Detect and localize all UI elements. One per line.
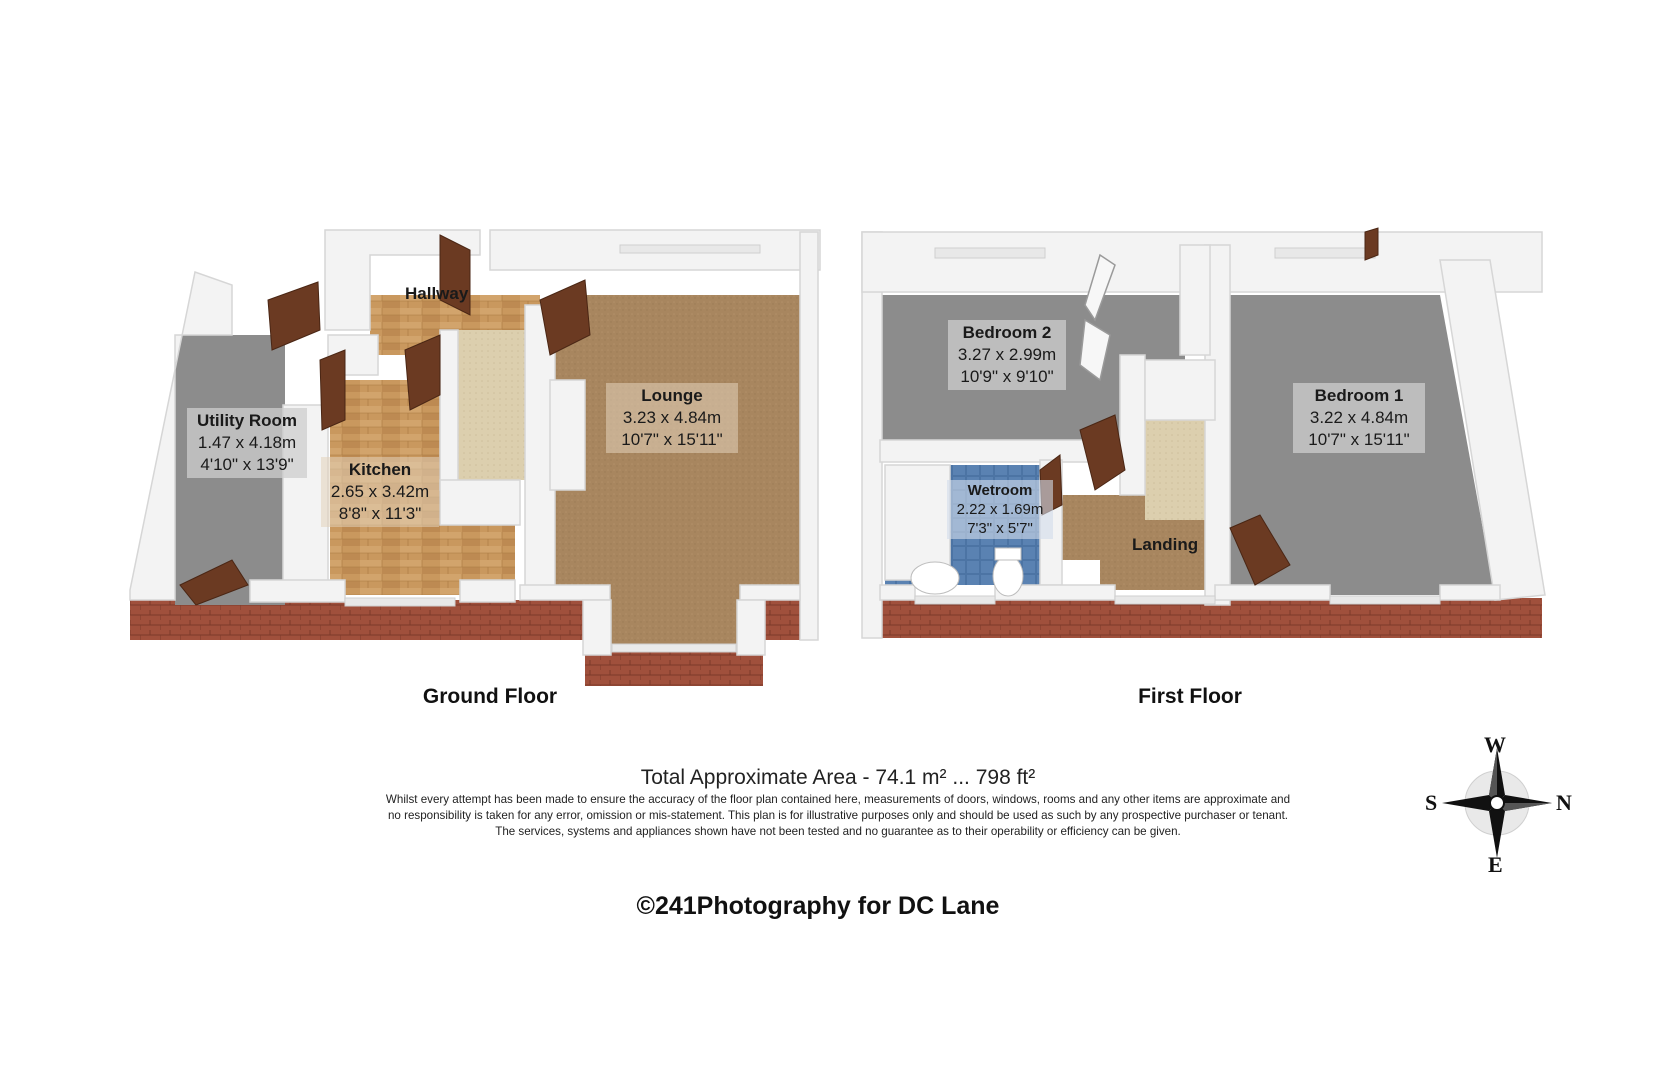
first-floor-plan [861, 227, 1546, 639]
compass-letter-right: N [1556, 790, 1572, 815]
room-name: Kitchen [348, 460, 412, 479]
door-lounge [539, 279, 591, 356]
room-dims-metric: 2.22 x 1.69m [956, 501, 1044, 518]
room-name: Lounge [641, 386, 703, 405]
room-label-bedroom-1: Bedroom 1 3.22 x 4.84m 10'7" x 15'11" [1293, 383, 1425, 453]
room-name: Bedroom 1 [1314, 386, 1404, 405]
lounge-floor [550, 295, 800, 645]
first-floor-caption: First Floor [1138, 685, 1242, 708]
ground-window-top-1 [619, 244, 761, 254]
disclaimer: Whilst every attempt has been made to en… [300, 792, 1376, 840]
room-label-utility-room: Utility Room 1.47 x 4.18m 4'10" x 13'9" [187, 408, 307, 478]
first-window-bed2 [934, 247, 1046, 259]
room-label-kitchen: Kitchen 2.65 x 3.42m 8'8" x 11'3" [321, 457, 439, 527]
room-dims-metric: 3.27 x 2.99m [957, 345, 1057, 364]
wardrobe-door-2 [1079, 318, 1111, 382]
door-kitchen-hall [404, 334, 441, 411]
room-label-bedroom-2: Bedroom 2 3.27 x 2.99m 10'9" x 9'10" [948, 320, 1066, 390]
ground-window-front-1 [344, 597, 456, 607]
room-dims-imperial: 4'10" x 13'9" [200, 455, 294, 474]
first-window-landing [1114, 595, 1216, 605]
ground-window-bay [611, 643, 737, 653]
room-dims-imperial: 10'7" x 15'11" [621, 430, 723, 449]
room-dims-imperial: 8'8" x 11'3" [338, 504, 422, 523]
disclaimer-line: Whilst every attempt has been made to en… [385, 793, 1291, 806]
room-label-landing: Landing [1132, 534, 1198, 556]
room-name: Wetroom [967, 482, 1033, 499]
room-name: Utility Room [196, 411, 298, 430]
door-hallway-front [439, 234, 471, 316]
compass-letter-bottom: E [1488, 852, 1503, 877]
copyright-notice: ©241Photography for DC Lane [636, 892, 1000, 920]
first-window-wetroom [914, 595, 996, 605]
ground-stairs [455, 330, 533, 480]
door-utility-top [267, 281, 321, 351]
first-stairs [1145, 420, 1205, 520]
door-bedroom-1 [1229, 514, 1291, 586]
room-name: Hallway [405, 284, 469, 303]
compass-rose [1442, 748, 1552, 858]
toilet-cistern [994, 547, 1022, 561]
wardrobe-door-1 [1084, 253, 1116, 322]
room-label-wetroom: Wetroom 2.22 x 1.69m 7'3" x 5'7" [947, 480, 1053, 539]
compass-letter-top: W [1484, 732, 1506, 757]
disclaimer-line: The services, systems and appliances sho… [495, 825, 1181, 838]
room-dims-metric: 3.23 x 4.84m [622, 408, 722, 427]
room-name: Landing [1132, 535, 1199, 554]
door-kitchen-left [319, 349, 346, 431]
disclaimer-line: no responsibility is taken for any error… [387, 809, 1289, 822]
first-window-bed1-front [1329, 595, 1441, 605]
room-label-lounge: Lounge 3.23 x 4.84m 10'7" x 15'11" [606, 383, 738, 453]
room-dims-imperial: 10'9" x 9'10" [960, 367, 1054, 386]
room-name: Bedroom 2 [962, 323, 1052, 342]
door-top-right [1364, 227, 1379, 261]
room-label-hallway: Hallway [405, 283, 468, 305]
room-dims-metric: 2.65 x 3.42m [330, 482, 430, 501]
room-dims-metric: 1.47 x 4.18m [197, 433, 297, 452]
room-dims-imperial: 7'3" x 5'7" [967, 520, 1033, 537]
first-brick-base [862, 598, 1542, 638]
room-dims-metric: 3.22 x 4.84m [1309, 408, 1409, 427]
room-dims-imperial: 10'7" x 15'11" [1308, 430, 1410, 449]
toilet [992, 555, 1024, 597]
door-utility-bottom [179, 559, 249, 606]
ground-floor-caption: Ground Floor [422, 685, 558, 708]
door-bedroom-2 [1079, 414, 1126, 491]
first-window-bed1 [1274, 247, 1376, 259]
total-area: Total Approximate Area - 74.1 m² ... 798… [640, 766, 1036, 789]
wash-basin [910, 561, 960, 595]
compass-letter-left: S [1425, 790, 1438, 815]
